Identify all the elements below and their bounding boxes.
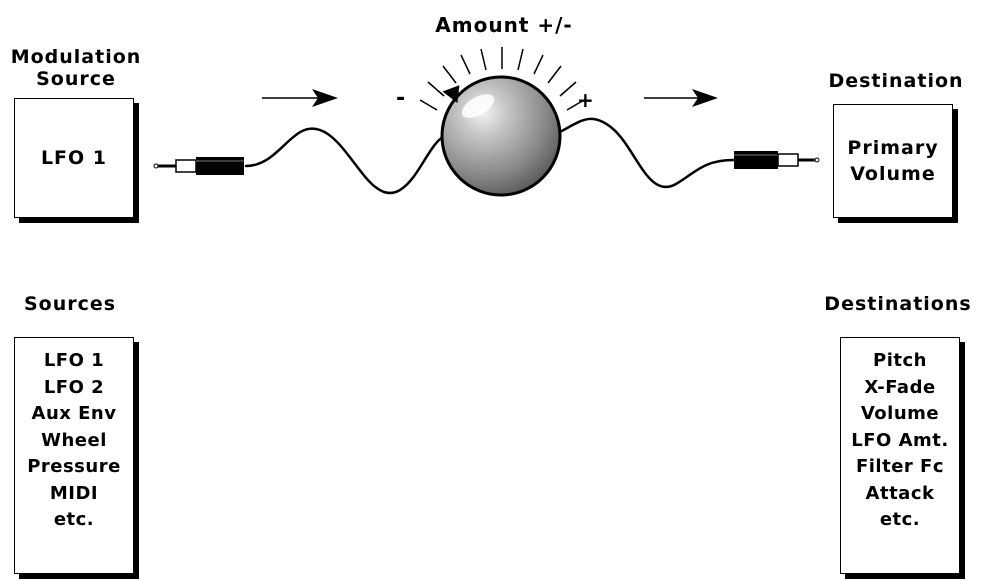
destination-box-line1: Primary bbox=[847, 137, 939, 159]
right-flow-arrow bbox=[644, 89, 718, 107]
source-box: LFO 1 bbox=[14, 98, 134, 218]
list-item: Pressure bbox=[27, 456, 121, 477]
list-item: LFO 2 bbox=[43, 376, 105, 398]
list-item: MIDI bbox=[49, 482, 99, 504]
destinations-title: Destinations bbox=[824, 293, 972, 315]
left-flow-arrow bbox=[262, 89, 338, 107]
sources-title: Sources bbox=[23, 293, 117, 315]
modulation-source-title-line1: Modulation bbox=[10, 46, 142, 68]
list-item: etc. bbox=[879, 509, 921, 530]
plus-sign: + bbox=[577, 88, 595, 112]
list-item: Aux Env bbox=[31, 403, 117, 424]
destination-box-text: Primary Volume bbox=[834, 105, 952, 217]
list-item: LFO 1 bbox=[43, 350, 105, 371]
modulation-source-title: Modulation Source bbox=[6, 46, 146, 90]
sources-list-box: LFO 1 LFO 2 Aux Env Wheel Pressure MIDI … bbox=[14, 337, 134, 574]
sources-list: LFO 1 LFO 2 Aux Env Wheel Pressure MIDI … bbox=[15, 338, 133, 534]
destination-box: Primary Volume bbox=[833, 104, 953, 218]
destination-title: Destination bbox=[828, 70, 964, 92]
left-plug-icon bbox=[153, 157, 244, 175]
list-item: LFO Amt. bbox=[851, 429, 949, 451]
list-item: Attack bbox=[865, 482, 935, 504]
list-item: Volume bbox=[860, 403, 940, 424]
list-item: Wheel bbox=[41, 429, 107, 451]
amount-knob bbox=[440, 75, 562, 197]
source-box-label: LFO 1 bbox=[40, 147, 108, 169]
destinations-list: Pitch X-Fade Volume LFO Amt. Filter Fc A… bbox=[841, 338, 959, 534]
minus-sign: - bbox=[396, 86, 407, 111]
knob-scale-ticks bbox=[419, 47, 585, 111]
list-item: Pitch bbox=[873, 350, 927, 371]
amount-label: Amount +/- bbox=[435, 13, 573, 37]
destination-box-line2: Volume bbox=[850, 163, 936, 185]
patch-cable bbox=[244, 117, 736, 195]
right-plug-icon bbox=[734, 151, 820, 169]
list-item: X-Fade bbox=[864, 376, 936, 398]
knob-pointer-icon bbox=[442, 85, 460, 104]
destinations-list-box: Pitch X-Fade Volume LFO Amt. Filter Fc A… bbox=[840, 337, 960, 574]
modulation-source-title-line2: Source bbox=[36, 68, 116, 90]
list-item: Filter Fc bbox=[855, 456, 945, 477]
list-item: etc. bbox=[53, 509, 95, 530]
